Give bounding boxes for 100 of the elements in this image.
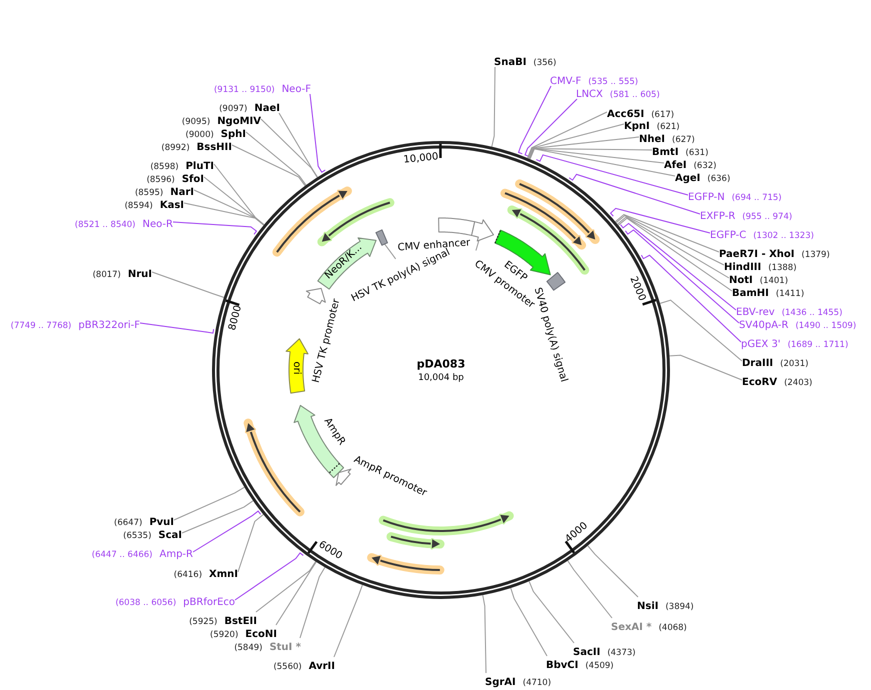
enzyme-name: PaeR7I - XhoI <box>719 249 795 260</box>
enzyme-name: BamHI <box>732 288 769 299</box>
leader-line <box>618 218 732 292</box>
enzyme-name: EcoNI <box>245 629 277 640</box>
leader-line <box>524 98 578 157</box>
leader-line <box>238 514 264 572</box>
leader-line <box>617 216 730 278</box>
enzyme-name: HindIII <box>724 262 762 273</box>
feature-segment <box>285 337 309 395</box>
leader-line <box>194 190 264 226</box>
tick-label: 2000 <box>626 275 648 304</box>
cut-position: (1388) <box>768 263 797 273</box>
leader-line <box>182 500 254 534</box>
enzyme-name: NarI <box>170 187 194 198</box>
leader-line <box>300 566 326 638</box>
enzyme-name: StuI * <box>269 642 301 653</box>
enzyme-name: NruI <box>128 269 152 280</box>
primer-name: Amp-R <box>160 549 193 560</box>
cut-position: (9000) <box>186 130 214 140</box>
leader-line <box>527 112 608 158</box>
cut-position: (8595) <box>134 188 164 198</box>
leader-line <box>669 354 742 380</box>
leader-line <box>204 176 264 226</box>
enzyme-name: Acc65I <box>607 109 644 120</box>
leader-line <box>510 588 548 656</box>
enzyme-name: BstEII <box>224 616 257 627</box>
cut-position: (631) <box>686 148 708 158</box>
tick-label: 8000 <box>226 304 244 332</box>
cut-position: (5925) <box>189 617 218 627</box>
enzyme-name: SgrAI <box>485 677 516 688</box>
leader-line <box>174 486 245 520</box>
cut-position: (4710) <box>522 678 552 688</box>
plasmid-length: 10,004 bp <box>418 373 464 383</box>
leader-line <box>614 214 720 252</box>
cut-position: (621) <box>656 122 680 132</box>
primer-name: CMV-F <box>550 76 582 87</box>
enzyme-name: ScaI <box>158 530 182 541</box>
enzyme-name: BmtI <box>652 147 679 158</box>
cut-position: (5920) <box>210 630 238 640</box>
primer-name: Neo-F <box>282 84 311 95</box>
enzyme-name: PluTI <box>186 161 214 172</box>
leader-line <box>536 154 688 196</box>
enzyme-name: KasI <box>160 200 184 211</box>
leader-line <box>640 254 742 342</box>
primer-name: EBV-rev <box>736 307 775 318</box>
enzyme-name: BssHII <box>196 142 232 153</box>
leader-line <box>276 561 317 626</box>
leader-line <box>610 208 710 234</box>
leader-line <box>192 510 262 552</box>
cut-position: (8596) <box>146 175 175 185</box>
leader-line <box>528 580 574 644</box>
primer-position: (955 .. 974) <box>742 212 792 222</box>
primer-position: (581 .. 605) <box>610 90 660 100</box>
primer-name: Neo-R <box>142 219 173 230</box>
cut-position: (1379) <box>802 250 830 260</box>
feature-block <box>437 217 476 237</box>
leader-line <box>232 144 306 186</box>
cut-position: (6647) <box>114 518 142 528</box>
cut-position: (6535) <box>123 531 152 541</box>
cut-position: (9097) <box>219 104 248 114</box>
cut-position: (4373) <box>607 648 636 658</box>
primer-position: (1436 .. 1455) <box>782 308 842 318</box>
enzyme-name: EcoRV <box>742 377 778 388</box>
enzyme-name: SnaBI <box>494 57 526 68</box>
primer-name: pBR322ori-F <box>78 320 140 331</box>
cut-position: (8992) <box>161 143 190 153</box>
cut-position: (4068) <box>658 623 687 633</box>
primer-position: (6447 .. 6466) <box>92 550 152 560</box>
cut-position: (6416) <box>174 570 202 580</box>
enzyme-name: NaeI <box>254 103 280 114</box>
primer-name: EGFP-N <box>688 192 725 203</box>
leader-line <box>587 545 638 598</box>
cut-position: (4509) <box>585 661 614 671</box>
primer-position: (1490 .. 1509) <box>795 321 856 331</box>
enzyme-name: NgoMIV <box>217 116 261 127</box>
enzyme-name: AvrII <box>308 661 335 672</box>
cut-position: (1401) <box>760 276 788 286</box>
enzyme-name: NheI <box>639 134 665 145</box>
leader-line <box>518 86 552 154</box>
leader-line <box>567 560 612 618</box>
leader-line <box>528 148 652 160</box>
cut-position: (2403) <box>784 378 812 388</box>
enzyme-name: SacII <box>573 647 600 658</box>
primer-name: EXFP-R <box>700 211 736 222</box>
primer-position: (7749 .. 7768) <box>10 321 72 331</box>
primer-name: pGEX 3' <box>741 339 781 350</box>
leader-line <box>260 118 318 178</box>
enzyme-name: XmnI <box>209 569 238 580</box>
leader-line <box>660 300 742 362</box>
cut-position: (3894) <box>665 602 694 612</box>
primer-name: pBRforEco <box>183 597 235 608</box>
enzyme-name: SexAI * <box>611 622 652 633</box>
primer-name: EGFP-C <box>710 230 746 241</box>
primer-position: (694 .. 715) <box>732 193 782 203</box>
enzyme-name: AgeI <box>675 173 700 184</box>
primer-position: (6038 .. 6056) <box>115 598 176 608</box>
primer-position: (1689 .. 1711) <box>788 340 848 350</box>
leader-line <box>528 124 624 159</box>
feature-name: ori <box>290 361 302 374</box>
feature-segment <box>335 468 352 487</box>
